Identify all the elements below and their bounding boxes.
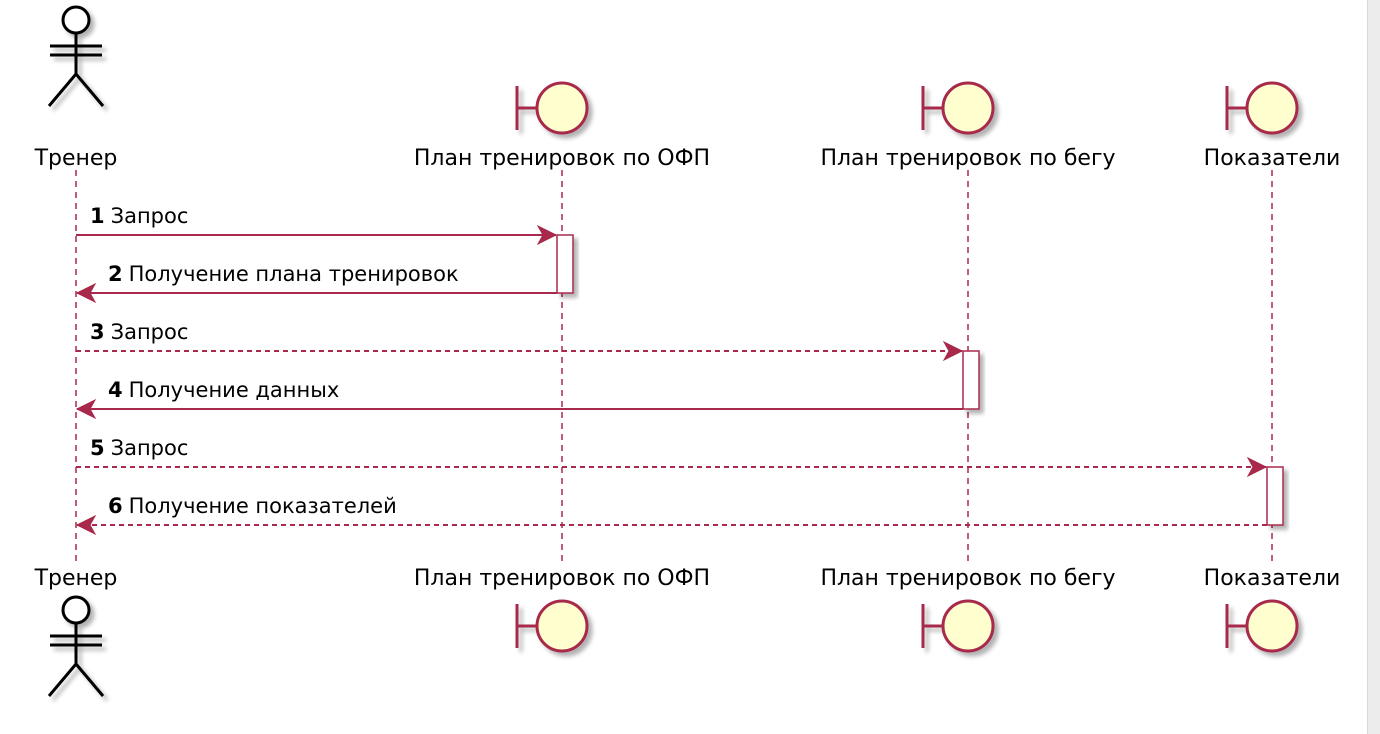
participant-label-stats-top: Показатели bbox=[1204, 146, 1341, 171]
arrow-head-3 bbox=[942, 340, 964, 362]
message-text-6: Получение показателей bbox=[129, 494, 397, 518]
message-number-2: 2 bbox=[108, 262, 123, 286]
message-text-3: Запрос bbox=[111, 320, 189, 344]
boundary-icon-bottom-ofp bbox=[515, 599, 589, 653]
participant-label-trainer-bottom: Тренер bbox=[34, 566, 118, 591]
participant-label-ofp-top: План тренировок по ОФП bbox=[414, 146, 710, 171]
boundary-icon-bottom-run bbox=[921, 599, 995, 653]
participant-label-run-bottom: План тренировок по бегу bbox=[820, 566, 1115, 591]
boundary-icon-top-ofp bbox=[515, 81, 589, 135]
boundary-icon-bottom-stats bbox=[1225, 599, 1299, 653]
activation-bar-run bbox=[962, 350, 980, 410]
participant-label-run-top: План тренировок по бегу bbox=[820, 146, 1115, 171]
participant-label-ofp-bottom: План тренировок по ОФП bbox=[414, 566, 710, 591]
message-text-4: Получение данных bbox=[129, 378, 340, 402]
arrow-head-4 bbox=[75, 398, 97, 420]
message-number-4: 4 bbox=[108, 378, 123, 402]
boundary-icon-top-run bbox=[921, 81, 995, 135]
participant-label-stats-bottom: Показатели bbox=[1204, 566, 1341, 591]
activation-bar-ofp bbox=[556, 234, 574, 294]
message-number-1: 1 bbox=[90, 204, 105, 228]
actor-icon-bottom bbox=[47, 595, 105, 697]
message-text-5: Запрос bbox=[111, 436, 189, 460]
arrow-head-5 bbox=[1246, 456, 1268, 478]
arrow-head-2 bbox=[75, 282, 97, 304]
message-text-1: Запрос bbox=[111, 204, 189, 228]
message-number-3: 3 bbox=[90, 320, 105, 344]
activation-bar-stats bbox=[1266, 466, 1284, 526]
message-text-2: Получение плана тренировок bbox=[129, 262, 459, 286]
arrow-head-6 bbox=[75, 514, 97, 536]
message-number-5: 5 bbox=[90, 436, 105, 460]
vertical-scrollbar[interactable] bbox=[1367, 0, 1380, 734]
participant-label-trainer-top: Тренер bbox=[34, 146, 118, 171]
actor-icon-top bbox=[47, 5, 105, 107]
boundary-icon-top-stats bbox=[1225, 81, 1299, 135]
message-number-6: 6 bbox=[108, 494, 123, 518]
arrow-head-1 bbox=[536, 224, 558, 246]
